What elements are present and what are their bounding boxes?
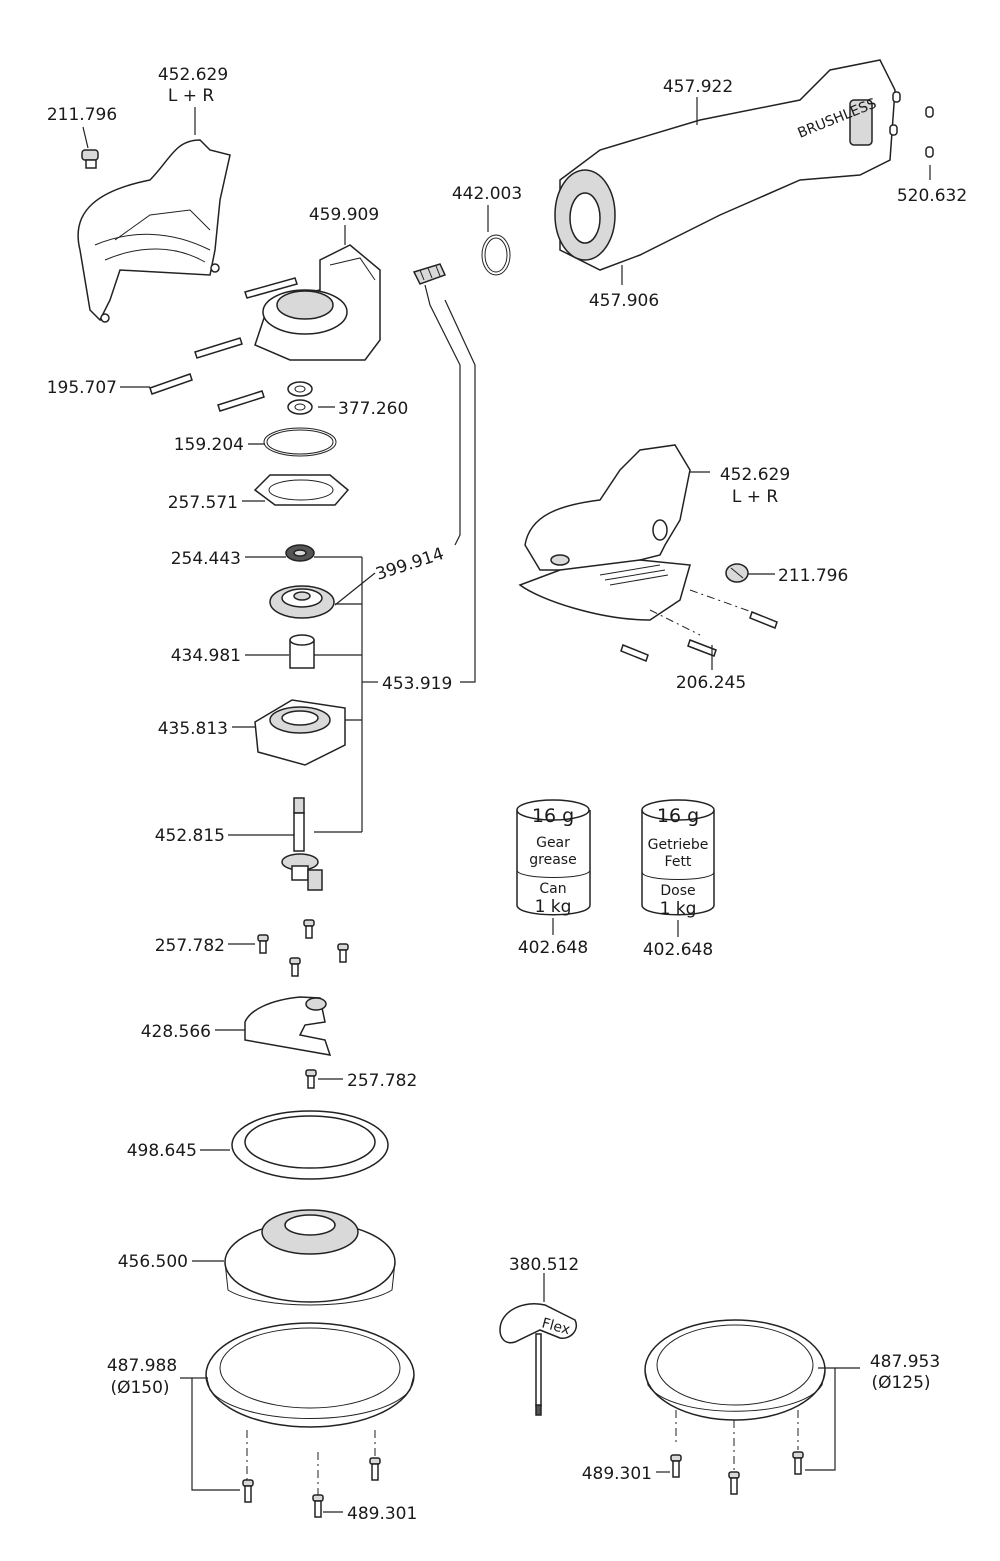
label-257-782-a: 257.782 [155,936,225,956]
pad-screws-125-part [670,1451,804,1495]
label-434-981: 434.981 [171,646,241,666]
label-435-813: 435.813 [158,719,228,739]
bearing-part [285,544,315,562]
label-452-629-mid-sub: L + R [732,487,779,507]
sleeve-part [289,634,315,669]
leader-lines [82,97,931,1513]
can-en-line2: grease [529,852,576,868]
label-402-648-b: 402.648 [643,940,713,960]
spring-part [412,263,447,285]
label-457-906: 457.906 [589,291,659,311]
can-en-weight: 16 g [532,805,574,827]
handle-screws-part [620,589,778,662]
label-452-629-mid: 452.629 [720,465,790,485]
single-screw-part [305,1069,317,1089]
label-487-988-sub: (Ø150) [110,1378,169,1398]
screw-cap-top-part [81,149,99,169]
can-de-line2: Fett [665,854,692,870]
pad-carrier-part [224,1209,396,1306]
label-520-632: 520.632 [897,186,967,206]
label-195-707: 195.707 [47,378,117,398]
part-labels: 452.629 L + R 211.796 459.909 442.003 45… [47,65,967,1524]
label-452-815: 452.815 [155,826,225,846]
bearing-flange-part [254,699,346,766]
label-489-301-a: 489.301 [582,1464,652,1484]
counterweight-part [244,996,332,1056]
label-377-260: 377.260 [338,399,408,419]
label-206-245: 206.245 [676,673,746,693]
label-489-301-b: 489.301 [347,1504,417,1524]
backing-pad-150-part [205,1322,415,1495]
can-de-weight: 16 g [657,805,699,827]
contact-pins-part [889,91,934,158]
can-en-line3: Can [539,881,566,897]
screw-cap-mid-part [725,563,749,583]
handle-cover-mid-part [518,444,691,621]
seal-ring-part [231,1110,389,1180]
label-211-796-mid: 211.796 [778,566,848,586]
label-459-909: 459.909 [309,205,379,225]
handle-cover-top-part [77,139,231,323]
wrench-brand-text: Flex [540,1315,572,1338]
label-456-500: 456.500 [118,1252,188,1272]
motor-housing-part: BRUSHLESS [554,59,896,271]
can-en-line4: 1 kg [535,897,572,917]
grease-can-de: 16 g Getriebe Fett Dose 1 kg [641,799,715,919]
label-402-648-a: 402.648 [518,938,588,958]
label-487-988: 487.988 [107,1356,177,1376]
backing-pad-125-part [644,1319,826,1470]
label-211-796-top: 211.796 [47,105,117,125]
can-de-line4: 1 kg [660,899,697,919]
can-en-line1: Gear [536,835,570,851]
label-452-629-top-sub: L + R [168,86,215,106]
bevel-gear-part [269,585,335,619]
label-452-629-top: 452.629 [158,65,228,85]
gear-housing-part [254,244,381,361]
label-380-512: 380.512 [509,1255,579,1275]
label-159-204: 159.204 [174,435,244,455]
can-de-line3: Dose [660,883,695,899]
label-453-919: 453.919 [382,674,452,694]
eccentric-spindle-part [281,797,323,891]
pad-screws-150-part [242,1457,381,1518]
label-498-645: 498.645 [127,1141,197,1161]
housing-screws-part [149,277,298,412]
label-457-922: 457.922 [663,77,733,97]
o-ring-part [263,427,337,457]
label-399-914: 399.914 [373,544,446,585]
label-257-782-b: 257.782 [347,1071,417,1091]
washer-pair-part [287,381,313,415]
small-screws-part [257,919,349,977]
gasket-part [253,474,350,506]
label-442-003: 442.003 [452,184,522,204]
grease-can-en: 16 g Gear grease Can 1 kg [516,799,591,917]
can-de-line1: Getriebe [648,837,709,853]
o-ring-small-part [481,234,511,276]
label-257-571: 257.571 [168,493,238,513]
hex-key-part: Flex [499,1303,577,1416]
label-487-953-sub: (Ø125) [871,1373,930,1393]
label-487-953: 487.953 [870,1352,940,1372]
label-254-443: 254.443 [171,549,241,569]
label-428-566: 428.566 [141,1022,211,1042]
